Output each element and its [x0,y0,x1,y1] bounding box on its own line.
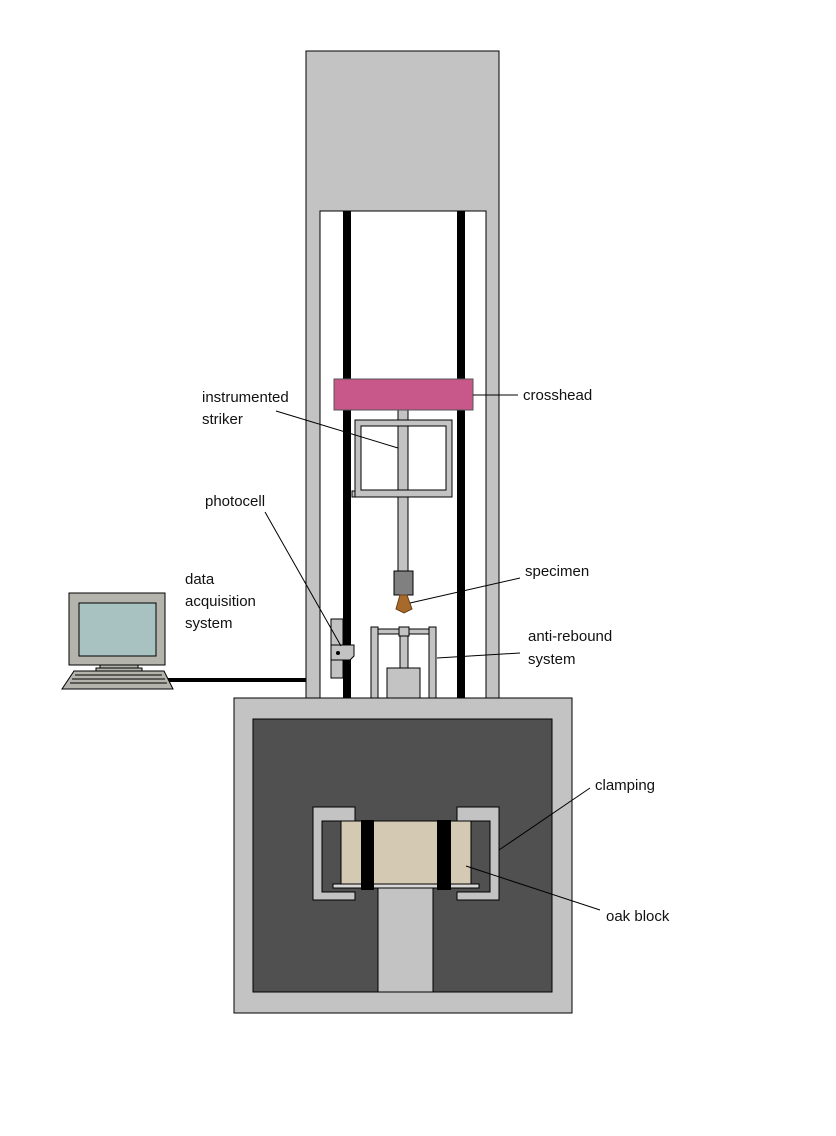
label-data-acquisition-3: system [185,615,233,632]
clamp-left [312,806,356,901]
specimen [395,594,413,614]
specimen-holder [393,570,414,596]
leader-lines [264,394,601,911]
oak-block [340,820,472,887]
label-anti-rebound-1: anti-rebound [528,628,612,645]
label-anti-rebound-2: system [528,651,576,668]
clamp-right [456,806,500,901]
label-oak-block: oak block [606,908,670,925]
keyboard [61,670,174,690]
label-crosshead: crosshead [523,387,592,404]
label-clamping: clamping [595,777,655,794]
base [233,697,573,1014]
label-specimen: specimen [525,563,589,580]
tower [305,50,500,699]
guide-rail-right [457,211,465,698]
label-instrumented-striker-2: striker [202,411,243,428]
striker-assembly [333,378,474,614]
guide-rail-left [343,211,351,698]
label-photocell: photocell [205,493,265,510]
label-data-acquisition-2: acquisition [185,593,256,610]
label-instrumented-striker-1: instrumented [202,389,289,406]
label-data-acquisition-1: data [185,571,215,588]
crosshead [333,378,474,411]
computer [61,592,306,690]
